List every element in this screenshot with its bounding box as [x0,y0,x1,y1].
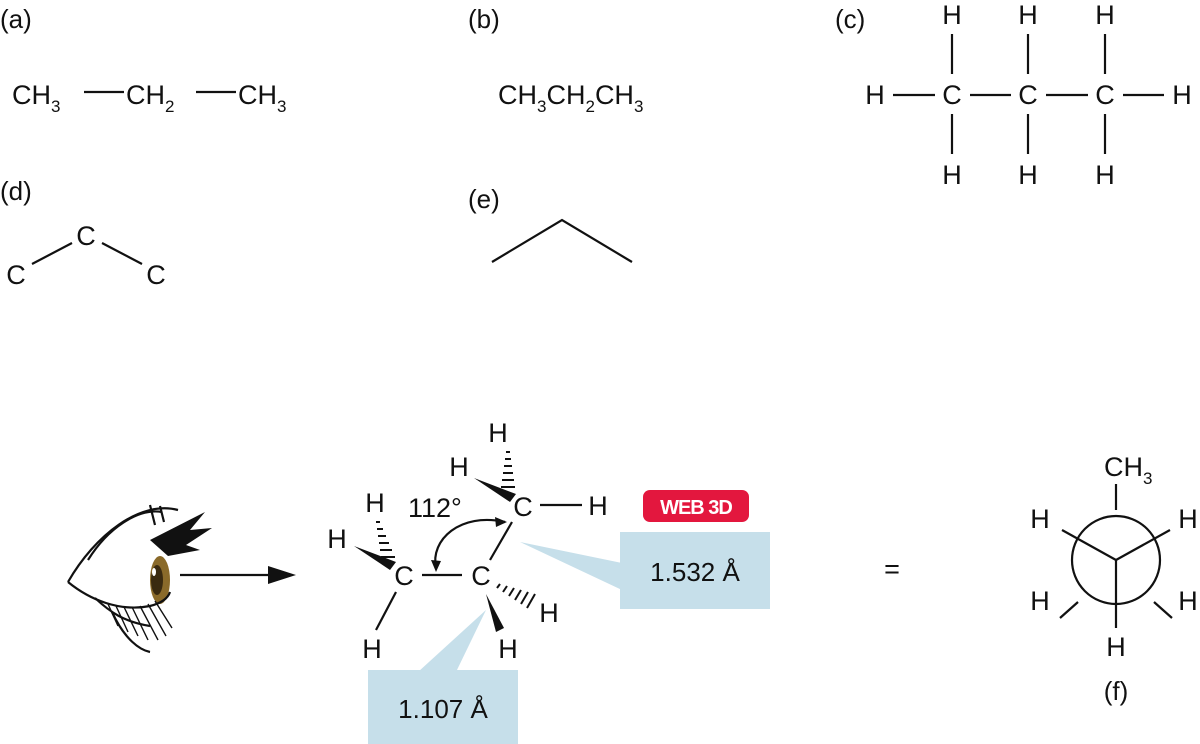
f-front-bond-right [1115,529,1171,561]
bond-angle-arrowhead-1 [431,560,441,572]
model-h-c1-up: H [365,488,385,518]
model-h-c3-right: H [588,491,608,521]
panel-c-label: (c) [835,4,865,34]
model-hash-c3-up [501,451,515,488]
model-h-c1-left: H [327,524,347,554]
c-carbon-2: C [1018,80,1038,110]
panel-b-condensed-formula: CH3CH2CH3 [498,80,643,116]
panel-d: (d) C C C [0,176,166,290]
panel-c: (c) H H H H C C C H H H H [835,0,1192,190]
d-carbon-top: C [76,221,96,251]
bond-angle-label: 112° [408,493,462,523]
model-h-c1-down: H [362,634,382,664]
c-h-top-3: H [1095,0,1115,30]
model-hash-c2-right [496,583,536,609]
f-top-group: CH3 [1104,452,1152,488]
model-wedge-c3-left [474,478,516,502]
cc-bond-length: 1.532 Å [650,557,740,587]
f-h-bottom: H [1106,632,1126,662]
web3d-badge-label: WEB 3D [660,497,732,519]
c-h-bottom-1: H [942,160,962,190]
panel-b-label: (b) [468,4,500,34]
model-h-c3-left: H [449,452,469,482]
c-carbon-1: C [942,80,962,110]
model-hash-c1-up [376,521,395,558]
view-arrow [180,566,296,584]
e-skeletal-line [491,218,633,263]
f-back-bond-right [1153,601,1173,619]
model-wedge-c2-down [486,594,504,632]
panel-b: (b) CH3CH2CH3 [468,4,643,116]
model-carbon-1: C [394,561,414,591]
c-h-bottom-3: H [1095,160,1115,190]
d-carbon-left: C [6,260,26,290]
f-h-upper-right: H [1178,504,1198,534]
panel-a-group-2: CH2 [126,80,174,116]
web3d-badge[interactable]: WEB 3D [643,490,749,522]
panel-a-group-1: CH3 [12,80,60,116]
f-back-bond-left [1059,601,1079,619]
c-h-top-1: H [942,0,962,30]
callout-ch-bond: 1.107 Å [368,610,518,744]
model-h-c2-down: H [498,634,518,664]
panel-d-label: (d) [0,176,32,206]
panel-f-label: (f) [1104,676,1129,706]
d-bond-2 [101,242,143,265]
model-carbon-3: C [513,492,533,522]
model-carbon-2: C [471,561,491,591]
c-h-right: H [1172,80,1192,110]
panel-a: (a) CH3 CH2 CH3 [0,4,286,116]
eye-icon [67,504,212,654]
f-h-lower-left: H [1030,586,1050,616]
bond-angle-arrowhead-2 [495,517,507,527]
c-h-bottom-2: H [1018,160,1038,190]
callout-cc-bond: 1.532 Å [520,532,770,609]
d-bond-1 [31,242,73,265]
model-h-c3-up: H [488,418,508,448]
panel-e: (e) [468,184,633,263]
model-wedge-c1-left [354,546,396,570]
f-h-upper-left: H [1030,504,1050,534]
bond-angle-arc [434,518,506,569]
ch-bond-length: 1.107 Å [398,694,488,724]
model-bond-c1-down [375,591,397,631]
panel-e-label: (e) [468,184,500,214]
c-h-top-2: H [1018,0,1038,30]
equals-sign: = [884,554,900,584]
model-bond-c2-c3 [489,521,513,561]
d-carbon-right: C [146,260,166,290]
f-front-bond-left [1061,529,1117,561]
f-h-lower-right: H [1178,586,1198,616]
panel-a-group-3: CH3 [238,80,286,116]
propane-3d-model: C C C H H H H [327,418,608,664]
c-carbon-3: C [1095,80,1115,110]
panel-a-label: (a) [0,4,32,34]
c-h-left: H [865,80,885,110]
model-h-c2-right: H [539,598,559,628]
panel-f-newman-projection: CH3 H H H H H (f) [1030,452,1198,706]
